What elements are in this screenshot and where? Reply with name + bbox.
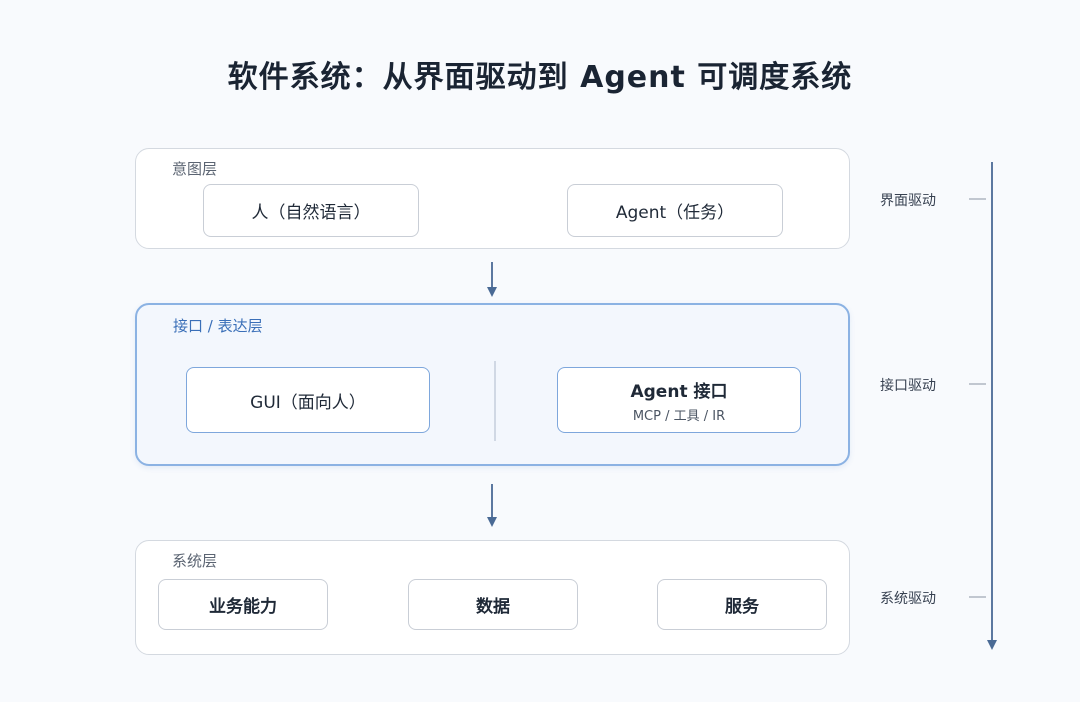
page-title: 软件系统：从界面驱动到 Agent 可调度系统 <box>227 60 853 95</box>
agent-interface-text: Agent 接口 <box>630 381 728 402</box>
agent-task-text: Agent（任务） <box>615 203 735 223</box>
side-label-ui-driven: 界面驱动 <box>880 193 936 209</box>
business-capability-text: 业务能力 <box>209 597 277 617</box>
side-label-system-driven: 系统驱动 <box>880 591 936 607</box>
intent-layer: 意图层 人（自然语言） Agent（任务） <box>135 148 850 249</box>
intent-layer-label: 意图层 <box>172 160 218 178</box>
system-layer-label: 系统层 <box>172 552 218 570</box>
interface-layer: 接口 / 表达层 GUI（面向人） Agent 接口 MCP / 工具 / IR <box>135 303 850 466</box>
service-box: 服务 <box>657 579 827 630</box>
gui-text: GUI（面向人） <box>250 392 366 413</box>
interface-divider <box>494 361 496 441</box>
agent-interface-box: Agent 接口 MCP / 工具 / IR <box>557 367 801 433</box>
interface-layer-label: 接口 / 表达层 <box>173 317 263 335</box>
agent-task-box: Agent（任务） <box>567 184 783 237</box>
gui-box: GUI（面向人） <box>186 367 430 433</box>
system-layer: 系统层 业务能力 数据 服务 <box>135 540 850 655</box>
agent-interface-sub-text: MCP / 工具 / IR <box>632 408 726 424</box>
human-natural-language-text: 人（自然语言） <box>251 203 371 223</box>
business-capability-box: 业务能力 <box>158 579 328 630</box>
data-box: 数据 <box>408 579 578 630</box>
human-natural-language-box: 人（自然语言） <box>203 184 419 237</box>
data-text: 数据 <box>476 597 510 617</box>
side-label-interface-driven: 接口驱动 <box>880 378 936 394</box>
service-text: 服务 <box>725 597 759 617</box>
